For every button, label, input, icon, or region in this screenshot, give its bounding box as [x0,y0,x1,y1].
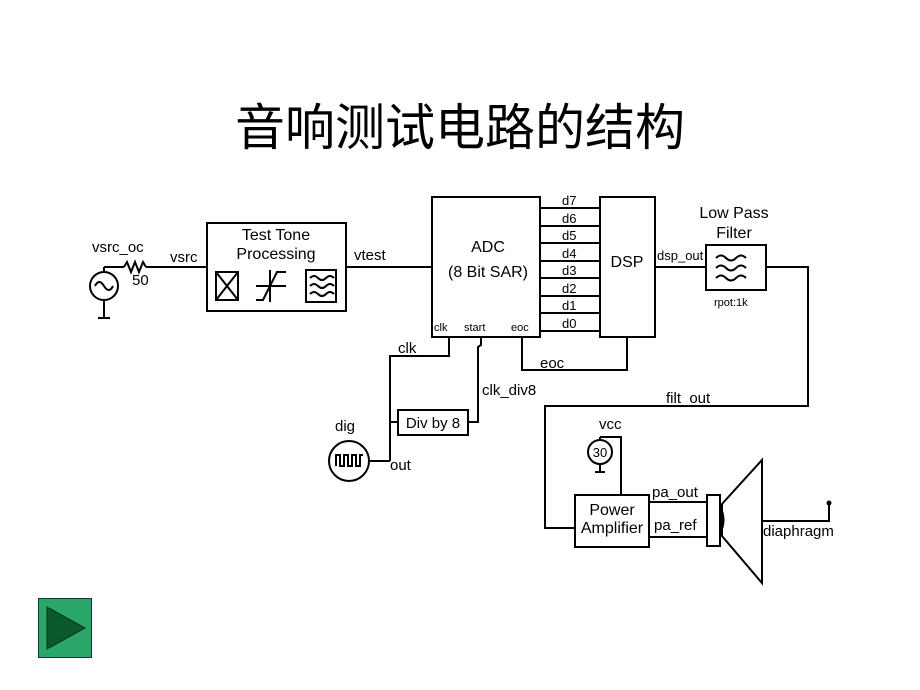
eoc-net-label: eoc [540,355,565,372]
vtest-net-label: vtest [354,247,387,264]
adc-label-line2: (8 Bit SAR) [448,264,528,281]
digital-clock-source [328,440,370,482]
wire-clk-div8 [468,337,482,423]
vsrc-oc-source [89,266,124,319]
bit-label-d3: d3 [562,263,576,278]
next-slide-button[interactable] [38,598,92,658]
div-by-8-block [397,409,469,436]
diaphragm-label: diaphragm [763,523,834,540]
dsp-block [599,196,656,338]
speaker-icon [706,457,832,586]
vsrc-net-label: vsrc [170,249,198,266]
bit-label-d2: d2 [562,281,576,296]
limiter-curve-icon [256,270,286,302]
pa-out-label: pa_out [652,484,699,501]
resistor-value-label: 50 [132,272,149,289]
vcc-label: vcc [599,416,622,433]
power-amplifier-block [574,494,650,548]
clk-div8-net-label: clk_div8 [482,382,536,399]
lpf-label-line2: Filter [716,225,752,242]
clk-net-label: clk [398,340,417,357]
filter-waves-icon [305,269,337,303]
pa-label-line2: Amplifier [581,520,644,537]
data-bus [540,207,600,332]
vcc-supply [587,436,622,495]
bit-label-d1: d1 [562,298,576,313]
dig-label: dig [335,418,355,435]
adc-label-line1: ADC [471,239,505,256]
div-by-8-label: Div by 8 [406,415,460,432]
adc-pin-start: start [464,322,485,334]
low-pass-filter-block [705,244,767,291]
filt-out-net-label: filt_out [666,390,711,407]
vcc-value-label: 30 [593,445,607,460]
bit-label-d5: d5 [562,228,576,243]
cross-box-icon [215,271,239,301]
bit-label-d0: d0 [562,316,576,331]
dig-out-label: out [390,457,412,474]
dsp-out-label: dsp_out [657,248,704,263]
bit-label-d4: d4 [562,246,576,261]
pa-label-line1: Power [589,502,635,519]
adc-block [431,196,541,338]
pa-ref-label: pa_ref [654,517,697,534]
play-triangle-icon [46,606,87,650]
dsp-label: DSP [611,254,644,271]
rpot-label: rpot:1k [714,297,748,309]
bit-label-d7: d7 [562,193,576,208]
wire-filt-out [544,266,809,529]
ttp-label-line1: Test Tone [242,227,310,244]
adc-pin-eoc: eoc [511,322,529,334]
adc-pin-clk: clk [434,322,448,334]
wire-eoc [521,337,628,371]
vsrc-oc-label: vsrc_oc [92,239,144,256]
slide-title: 音响测试电路的结构 [235,99,685,157]
lpf-label-line1: Low Pass [699,205,768,222]
resistor-50 [123,259,147,275]
bit-label-d6: d6 [562,211,576,226]
ttp-label-line2: Processing [236,246,315,263]
wire-clk [389,337,450,461]
